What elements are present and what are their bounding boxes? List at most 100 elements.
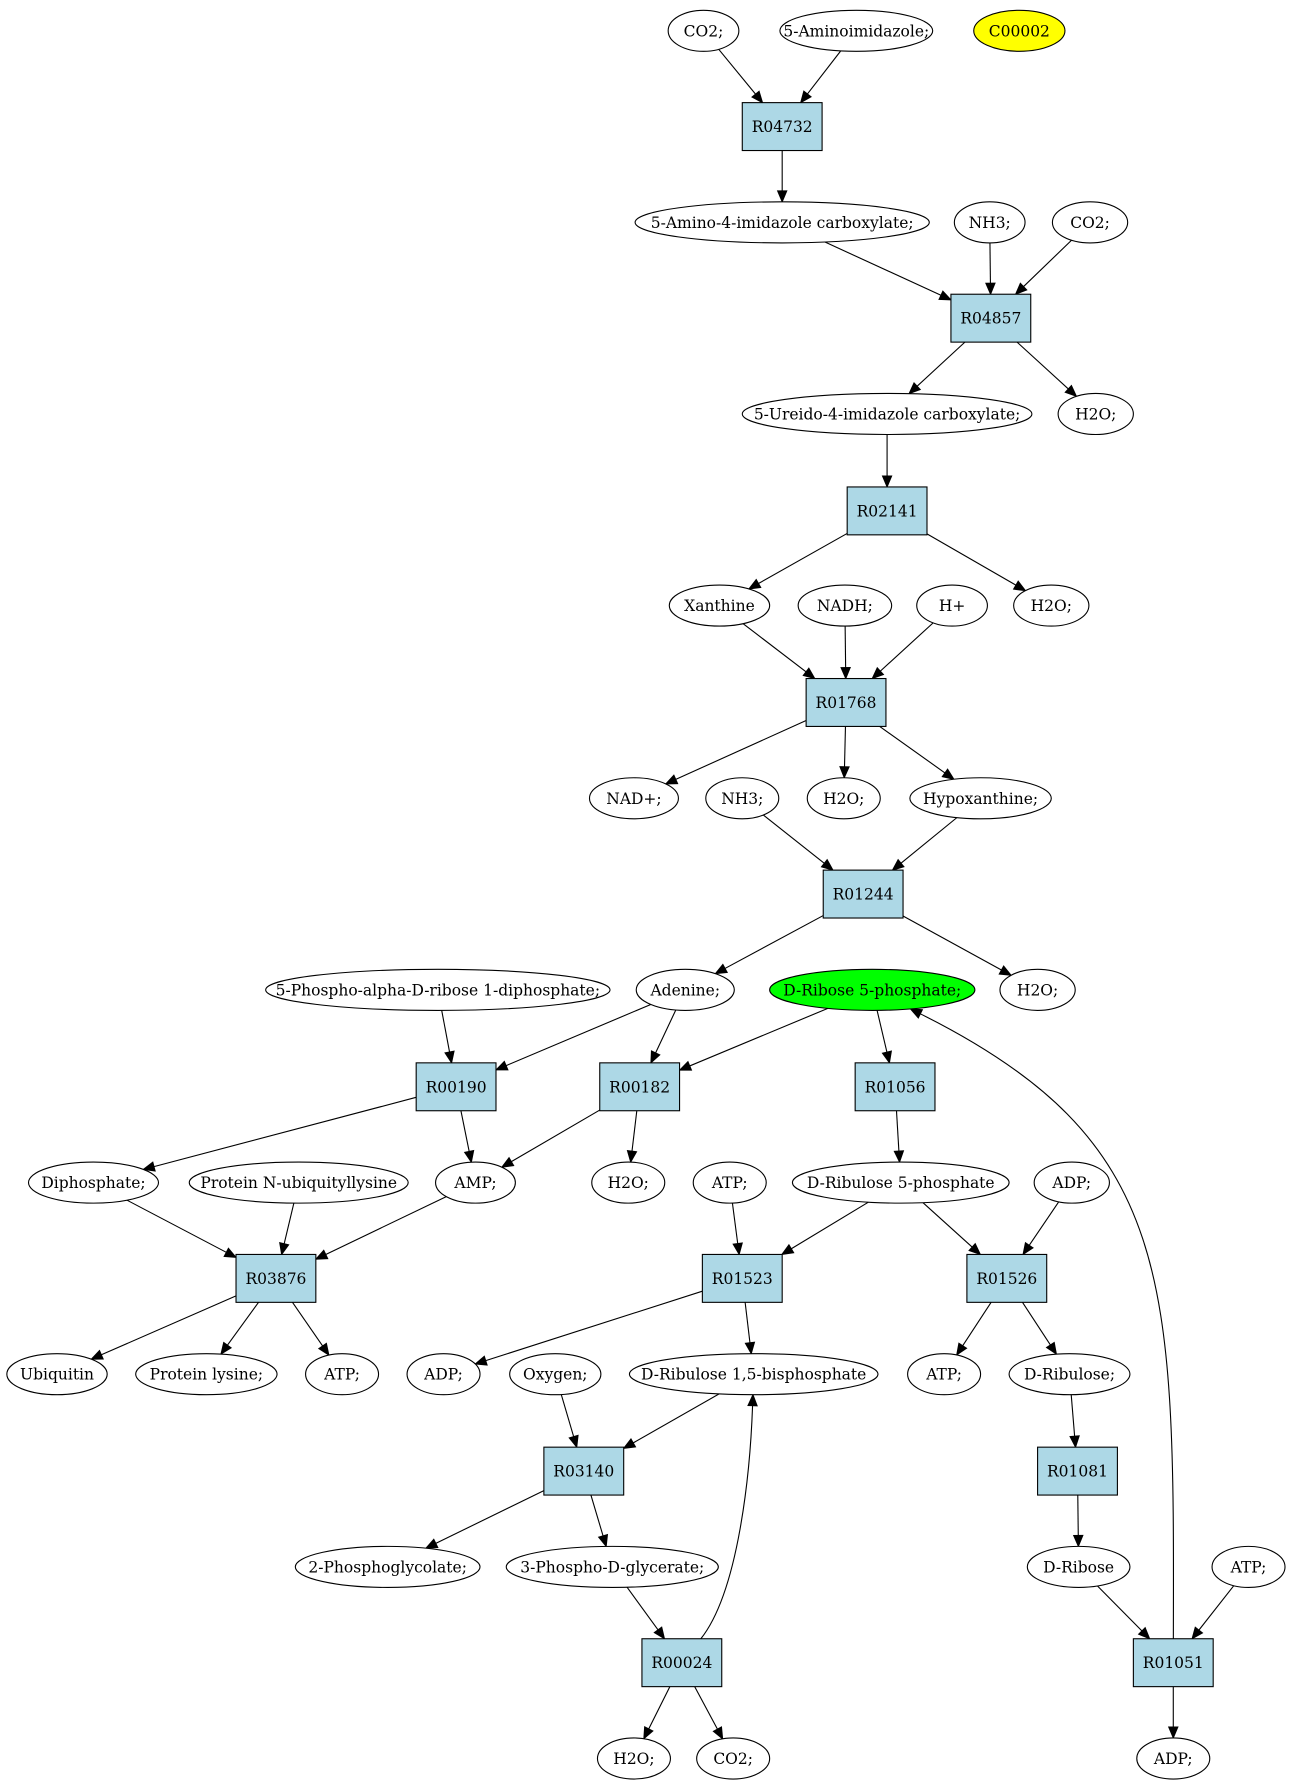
edge-line [675,720,807,780]
node-label: Xanthine [684,597,755,615]
edge-r-r03876-to-c-protlys [220,1302,259,1356]
compound-node-c-h2o-3: H2O; [806,777,881,820]
compound-ellipse [509,1353,602,1396]
edge-r-r04857-to-c-h2o-1 [1016,341,1078,398]
edge-line [655,1009,677,1054]
compound-ellipse [806,777,881,820]
compound-node-c-h2o-6: H2O; [596,1737,671,1780]
edge-r-r01051-to-c-r5p [909,1008,1175,1639]
compound-ellipse [635,968,735,1011]
reaction-box [543,1446,625,1496]
edge-c-3pg-to-r-r00024 [626,1586,666,1640]
reaction-node-r-r02141: R02141 [846,486,928,536]
edge-line [441,1010,451,1053]
node-label: C00002 [989,22,1050,40]
edge-line [1097,1585,1143,1632]
edge-arrowhead [712,1726,724,1740]
edge-arrowhead [1072,1534,1084,1548]
edge-arrowhead [839,766,850,780]
edge-line [922,1202,973,1248]
node-label: R03140 [553,1463,614,1481]
edge-arrowhead [678,1060,693,1071]
compound-ellipse [628,1353,879,1396]
edge-arrowhead [747,578,762,590]
compound-node-c-c00002: C00002 [973,9,1066,52]
compound-node-c-atp-2: ATP; [305,1353,380,1396]
edge-c-adenine-to-r-r00182 [650,1009,677,1065]
edge-line [1070,1394,1076,1437]
edge-arrowhead [1137,1626,1151,1640]
node-label: R04857 [960,310,1021,328]
edge-line [916,341,966,387]
node-label: Protein lysine; [150,1366,263,1384]
edge-line [1028,1201,1060,1246]
edge-line [879,725,946,774]
compound-ellipse [1008,1353,1131,1396]
compound-ellipse [953,201,1026,244]
reaction-node-r-r04857: R04857 [950,293,1032,343]
edge-line [1023,239,1072,287]
reaction-node-r-r03140: R03140 [543,1446,625,1496]
edge-r-r01768-to-c-h2o-3 [839,726,850,780]
node-label: R00024 [651,1654,712,1672]
node-label: D-Ribose 5-phosphate; [783,981,961,999]
compound-node-c-amino4imid: 5-Amino-4-imidazole carboxylate; [634,201,930,244]
edge-line [926,533,1017,586]
compound-ellipse [135,1353,278,1396]
compound-node-c-nadh: NADH; [797,584,893,627]
reaction-box [966,1253,1048,1303]
node-label: Ubiquitin [20,1366,94,1384]
node-label: R01526 [976,1270,1037,1288]
node-label: NADH; [817,597,873,615]
edge-r-r01526-to-c-atp-3 [955,1302,992,1356]
reaction-box [701,1253,783,1303]
reaction-node-r-r00182: R00182 [599,1062,681,1112]
edge-r-r00024-to-c-co2-3 [694,1686,724,1740]
edge-arrowhead [891,858,905,871]
compound-ellipse [265,968,611,1011]
edge-arrowhead [955,1342,968,1356]
compound-ellipse [6,1353,108,1396]
compound-node-c-h2o-2: H2O; [1013,584,1090,627]
node-label: 5-Phospho-alpha-D-ribose 1-diphosphate; [276,981,600,999]
edge-line [153,1096,417,1168]
edge-line [807,50,842,95]
compound-ellipse [596,1737,671,1780]
compound-ellipse [741,392,1033,436]
node-label: R01051 [1143,1654,1204,1672]
edge-line [824,241,942,296]
edge-arrowhead [1069,1435,1080,1449]
edge-c-nadh-to-r-r01768 [840,626,851,680]
reaction-box [641,1638,723,1688]
edge-c-prpp-to-r-r00190 [441,1010,455,1065]
edge-r-r00024-to-c-rubp [700,1393,758,1640]
compound-ellipse [294,1545,481,1588]
edge-line [226,1302,259,1346]
edge-arrowhead [500,1156,515,1168]
compound-node-c-xanthine: Xanthine [668,584,771,627]
edge-r-r01081-to-c-dribose [1072,1495,1084,1548]
edge-c-amp-to-r-r03876 [314,1196,447,1260]
edge-arrowhead [220,1341,233,1356]
node-label: NAD+; [606,790,661,808]
edge-line [689,1007,829,1067]
nodes-layer: CO2;5-Aminoimidazole;C00002R047325-Amino… [6,9,1286,1780]
edge-arrowhead [881,1050,893,1065]
compound-ellipse [916,584,988,627]
reaction-box [950,293,1032,343]
node-label: R01244 [833,886,894,904]
compound-ellipse [1051,201,1129,244]
edge-arrowhead [1064,384,1078,398]
edge-arrowhead [223,1247,238,1259]
edge-c-atp-1-to-r-r01523 [731,1202,743,1256]
compound-ellipse [907,1353,982,1396]
node-label: R04732 [752,118,813,136]
edge-line [485,1290,703,1362]
node-label: D-Ribose [1043,1558,1114,1576]
edge-r-r01523-to-c-adp-2 [474,1290,703,1366]
node-label: H+ [939,597,966,615]
edge-r-r04732-to-c-amino4imid [776,150,788,204]
edge-r-r03140-to-c-2pg [424,1490,545,1549]
edge-line [505,1003,651,1067]
edge-arrowhead [622,1437,637,1449]
